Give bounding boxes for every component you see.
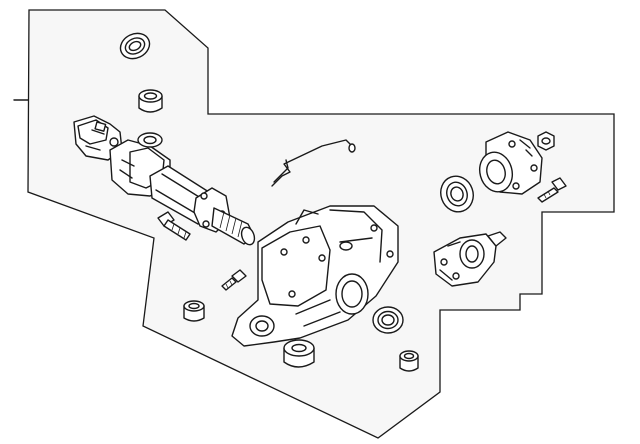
bolt <box>537 177 567 203</box>
axle-shaft-assembly <box>73 115 256 246</box>
differential-carrier <box>231 205 399 347</box>
side-seal <box>440 175 474 213</box>
companion-flange <box>479 131 543 195</box>
nut <box>537 131 555 151</box>
mount-bushing <box>283 339 315 368</box>
side-bushing <box>399 350 419 372</box>
flange-yoke <box>433 231 507 287</box>
oil-seal <box>372 306 404 334</box>
stud <box>221 269 247 291</box>
bolt <box>157 211 191 241</box>
vent-tube <box>271 139 356 187</box>
seal-ring <box>119 32 151 60</box>
mount-bushing <box>183 300 205 322</box>
bushing <box>138 89 163 113</box>
